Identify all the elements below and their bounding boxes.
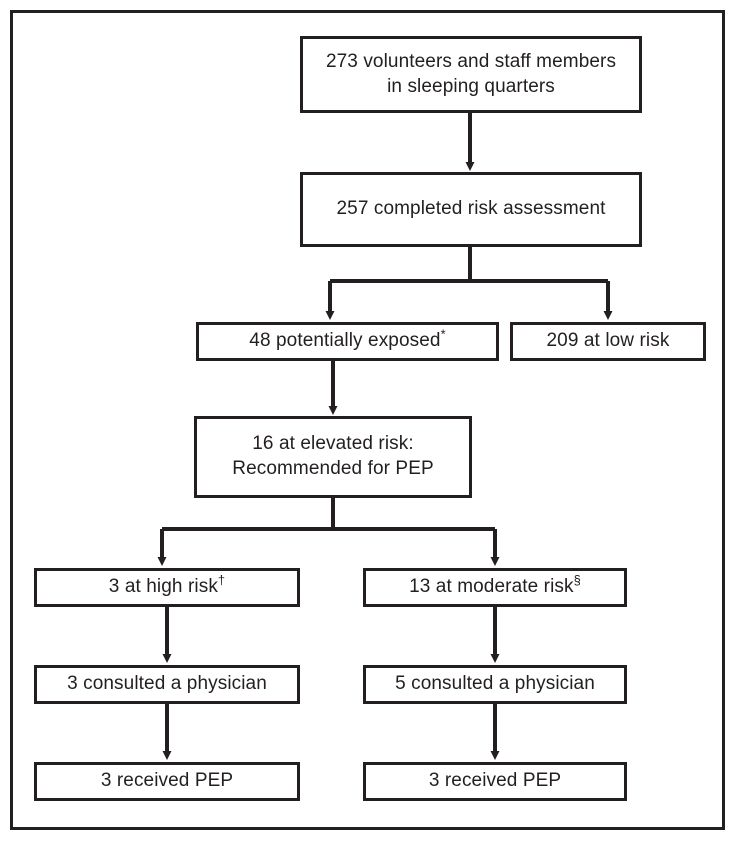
node-total-population: 273 volunteers and staff members in slee… <box>300 36 642 113</box>
node-high-pep-text: 3 received PEP <box>100 770 234 792</box>
node-moderate-risk-received-pep: 3 received PEP <box>363 762 627 801</box>
node-high-risk-consulted-physician: 3 consulted a physician <box>34 665 300 704</box>
footnote-marker-section: § <box>573 572 581 588</box>
node-moderate-risk-text: 13 at moderate risk <box>409 576 574 598</box>
node-moderate-risk: 13 at moderate risk§ <box>363 568 627 607</box>
node-moderate-risk-consulted-physician: 5 consulted a physician <box>363 665 627 704</box>
node-exposed-text: 48 potentially exposed <box>249 330 441 352</box>
node-total-line1: 273 volunteers and staff members <box>325 50 617 72</box>
node-low-risk-text: 209 at low risk <box>546 330 670 352</box>
node-elevated-risk-recommended-pep: 16 at elevated risk: Recommended for PEP <box>194 416 472 498</box>
node-low-risk: 209 at low risk <box>510 322 706 361</box>
node-completed-risk-assessment: 257 completed risk assessment <box>300 172 642 247</box>
node-moderate-pep-text: 3 received PEP <box>428 770 562 792</box>
node-potentially-exposed: 48 potentially exposed* <box>196 322 499 361</box>
footnote-marker-dagger: † <box>217 572 226 588</box>
footnote-marker-asterisk: * <box>440 326 446 342</box>
node-high-risk-received-pep: 3 received PEP <box>34 762 300 801</box>
node-high-risk: 3 at high risk† <box>34 568 300 607</box>
node-moderate-consulted-text: 5 consulted a physician <box>395 673 595 695</box>
node-elevated-line2: Recommended for PEP <box>232 458 434 479</box>
node-assessed-line1: 257 completed risk assessment <box>336 198 606 220</box>
node-high-risk-text: 3 at high risk <box>108 576 218 598</box>
node-elevated-line1: 16 at elevated risk: <box>252 433 414 455</box>
node-high-consulted-text: 3 consulted a physician <box>67 673 267 695</box>
node-total-line2: in sleeping quarters <box>387 75 555 97</box>
